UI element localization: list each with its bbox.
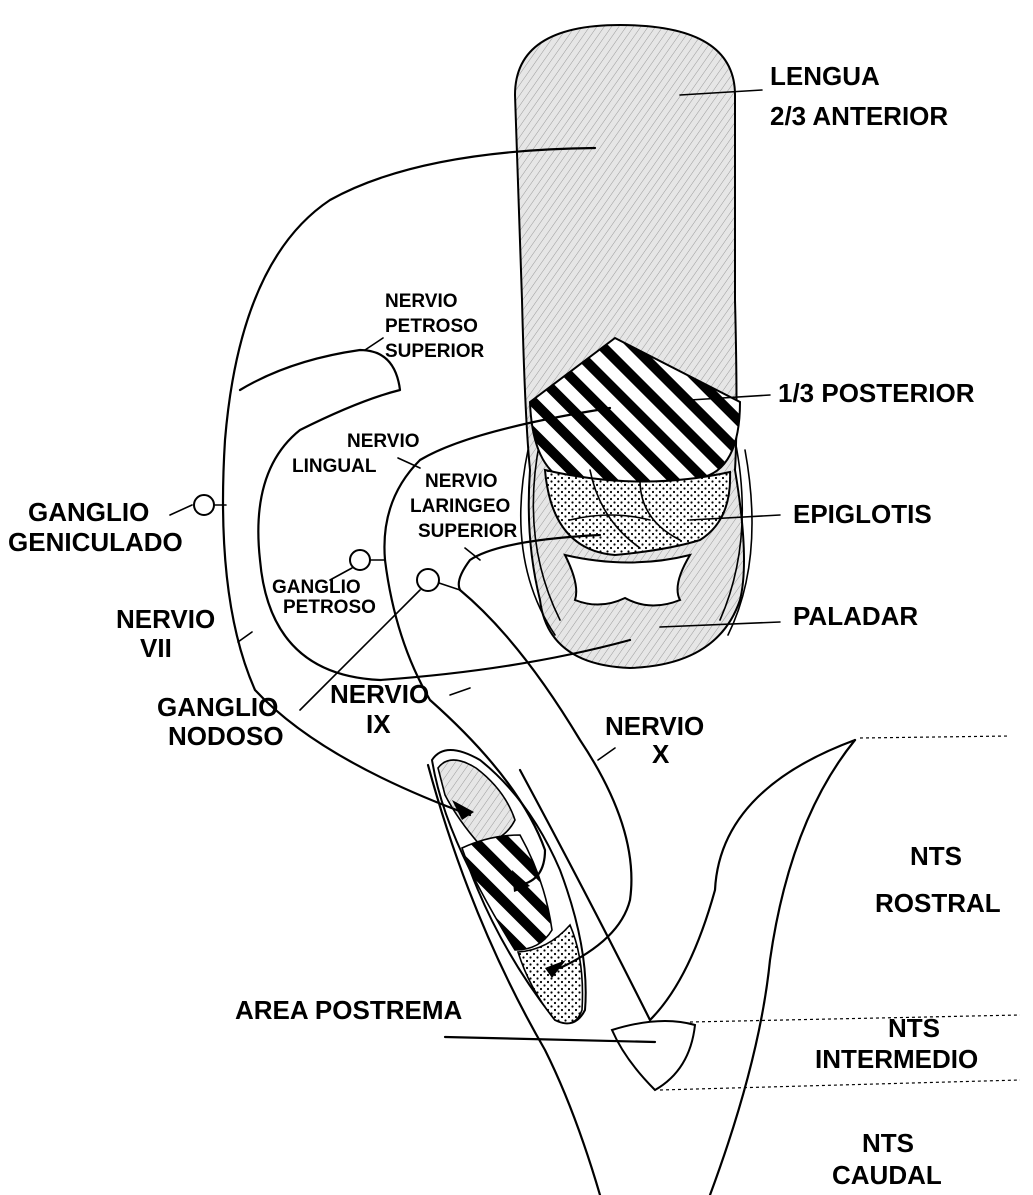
label-1-3-posterior: 1/3 POSTERIOR [778,378,975,408]
label-paladar: PALADAR [793,601,918,631]
labels: LENGUA 2/3 ANTERIOR 1/3 POSTERIOR EPIGLO… [8,61,1001,1190]
nts-intermedio-bottom-dash [660,1080,1020,1090]
nts-rostral-bottom-dash [690,1015,1020,1022]
brainstem-right-edge [710,740,855,1195]
label-nervio-laringeo-2: LARINGEO [410,496,510,517]
tongue [515,25,752,668]
label-nervio-petroso-3: SUPERIOR [385,341,485,362]
label-2-3-anterior: 2/3 ANTERIOR [770,101,948,131]
label-nts-intermedio-1: NTS [888,1013,940,1043]
label-ganglio-petroso-1: GANGLIO [272,577,361,598]
label-nervio-x-1: NERVIO [605,711,704,741]
leader-nervio-x [598,748,615,760]
brainstem [428,736,1020,1195]
leader-nervio-vii [238,632,252,642]
label-nervio-ix-2: IX [366,709,391,739]
leader-ganglio-geniculado [170,505,192,515]
label-nervio-laringeo-3: SUPERIOR [418,521,518,542]
leader-petroso [365,338,383,350]
area-postrema [612,1021,695,1090]
ganglio-nodoso-tick [439,583,460,590]
nts-segment-vii [438,760,515,845]
palate-opening [565,555,690,606]
label-nts-caudal-2: CAUDAL [832,1160,942,1190]
label-nervio-lingual-1: NERVIO [347,431,420,452]
label-nervio-vii-2: VII [140,633,172,663]
ganglio-geniculado-icon [194,495,214,515]
ganglio-nodoso-icon [417,569,439,591]
label-ganglio-nodoso-2: NODOSO [168,721,284,751]
label-nts-caudal-1: NTS [862,1128,914,1158]
label-epiglotis: EPIGLOTIS [793,499,932,529]
nts-rostral-top-dash [860,736,1010,738]
label-nervio-x-2: X [652,739,670,769]
label-nervio-vii-1: NERVIO [116,604,215,634]
label-area-postrema: AREA POSTREMA [235,995,462,1025]
label-nervio-petroso-1: NERVIO [385,291,458,312]
ganglio-petroso-icon [350,550,370,570]
brainstem-inner-right [650,740,855,1020]
leader-nervio-ix [450,688,470,695]
label-ganglio-geniculado-1: GANGLIO [28,497,149,527]
label-ganglio-nodoso-1: GANGLIO [157,692,278,722]
label-lengua: LENGUA [770,61,880,91]
label-nervio-lingual-2: LINGUAL [292,456,377,477]
label-nervio-petroso-2: PETROSO [385,316,478,337]
label-nts-intermedio-2: INTERMEDIO [815,1044,978,1074]
label-nervio-laringeo-1: NERVIO [425,471,498,492]
label-ganglio-geniculado-2: GENICULADO [8,527,183,557]
label-nts-rostral-1: NTS [910,841,962,871]
label-ganglio-petroso-2: PETROSO [283,597,376,618]
label-nervio-ix-1: NERVIO [330,679,429,709]
label-nts-rostral-2: ROSTRAL [875,888,1001,918]
